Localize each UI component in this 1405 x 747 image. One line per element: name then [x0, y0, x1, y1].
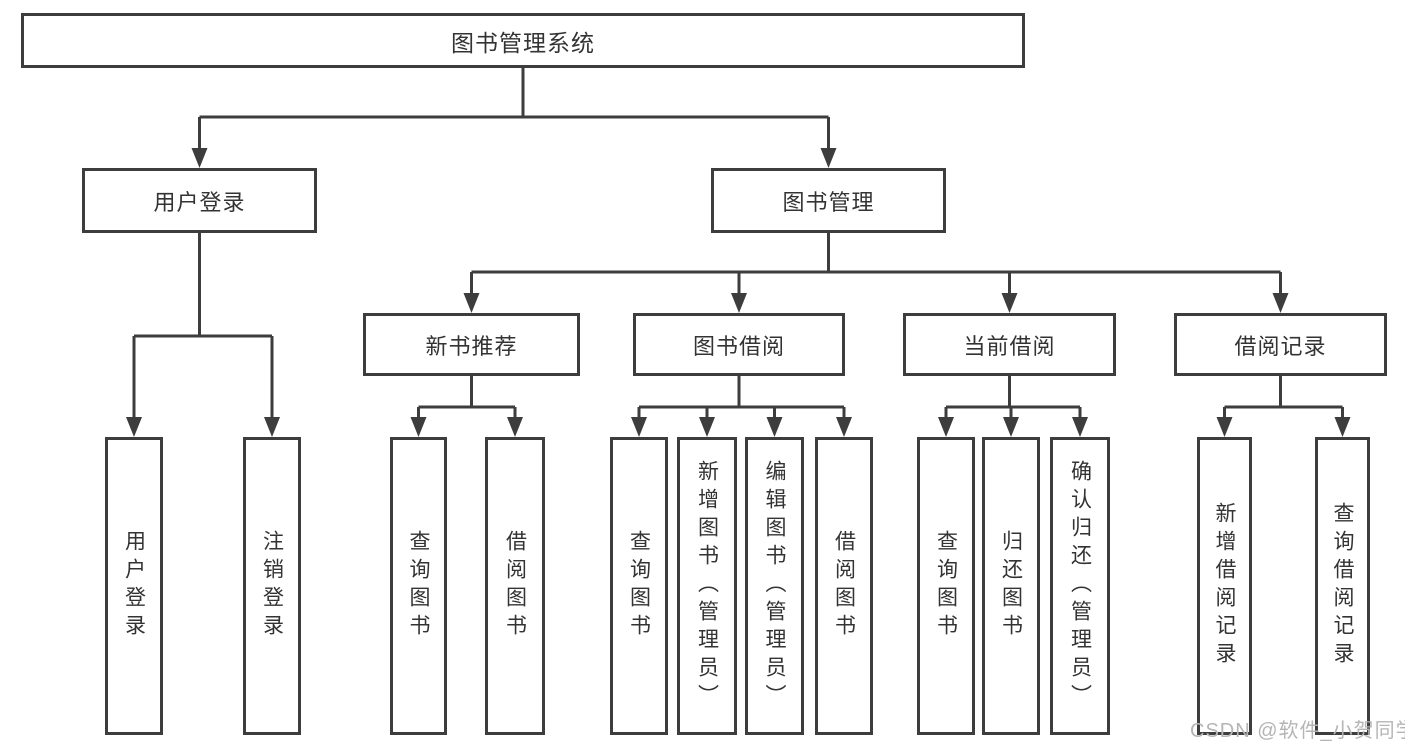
node-label: 当前借阅	[963, 333, 1056, 359]
node-label: 查询图书	[627, 530, 651, 642]
node-label: 新书推荐	[425, 333, 518, 359]
node-user-login: 用户登录	[82, 168, 317, 233]
node-book-borrowing: 图书借阅	[633, 313, 845, 376]
node-label: 新增借阅记录	[1213, 502, 1236, 670]
watermark: CSDN @软件_小贺同学	[1190, 720, 1405, 742]
node-new-book-recommendation: 新书推荐	[363, 313, 580, 376]
node-label: 图书管理	[782, 189, 875, 215]
leaf-logout: 注销登录	[243, 437, 301, 735]
leaf-add-borrow-record: 新增借阅记录	[1197, 437, 1252, 735]
node-label: 归还图书	[999, 530, 1023, 642]
node-label: 注销登录	[260, 530, 284, 642]
node-label: 借阅图书	[832, 530, 856, 642]
connector-new-book-rec-to-leaves	[410, 376, 523, 437]
node-label: 借阅图书	[503, 530, 527, 642]
connector-book-mgmt-to-level3	[463, 233, 1289, 313]
leaf-confirm-return-admin: 确认归还（管理员）	[1050, 437, 1110, 735]
node-library-management-system: 图书管理系统	[21, 13, 1025, 68]
node-label: 用户登录	[153, 189, 246, 215]
leaf-return-book: 归还图书	[982, 437, 1040, 735]
connector-current-borrow-to-leaves	[938, 376, 1088, 437]
connector-user-login-to-leaves	[126, 233, 280, 437]
node-book-management: 图书管理	[711, 168, 946, 233]
leaf-edit-book-admin: 编辑图书（管理员）	[745, 437, 804, 735]
leaf-query-books-current: 查询图书	[917, 437, 975, 735]
node-label: 图书借阅	[692, 333, 785, 359]
node-label: 确认归还（管理员）	[1068, 460, 1092, 712]
node-label: 查询图书	[934, 530, 958, 642]
leaf-query-books-recommend: 查询图书	[390, 437, 447, 735]
connector-borrow-records-to-leaves	[1216, 376, 1351, 437]
leaf-add-book-admin: 新增图书（管理员）	[677, 437, 737, 735]
connector-root-to-level2	[191, 68, 837, 168]
leaf-query-books-borrowing: 查询图书	[610, 437, 668, 735]
node-label: 查询借阅记录	[1331, 502, 1354, 670]
node-label: 图书管理系统	[451, 29, 595, 56]
node-label: 编辑图书（管理员）	[763, 460, 786, 712]
leaf-borrow-books-borrowing: 借阅图书	[815, 437, 873, 735]
leaf-user-login: 用户登录	[105, 437, 163, 735]
node-label: 查询图书	[407, 530, 430, 642]
leaf-borrow-books-recommend: 借阅图书	[485, 437, 545, 735]
node-label: 用户登录	[122, 530, 146, 642]
node-label: 新增图书（管理员）	[695, 460, 719, 712]
node-label: 借阅记录	[1234, 333, 1327, 359]
connector-book-borrow-to-leaves	[631, 376, 852, 437]
node-borrowing-records: 借阅记录	[1174, 313, 1387, 376]
node-current-borrowing: 当前借阅	[903, 313, 1116, 376]
leaf-query-borrow-record: 查询借阅记录	[1315, 437, 1370, 735]
